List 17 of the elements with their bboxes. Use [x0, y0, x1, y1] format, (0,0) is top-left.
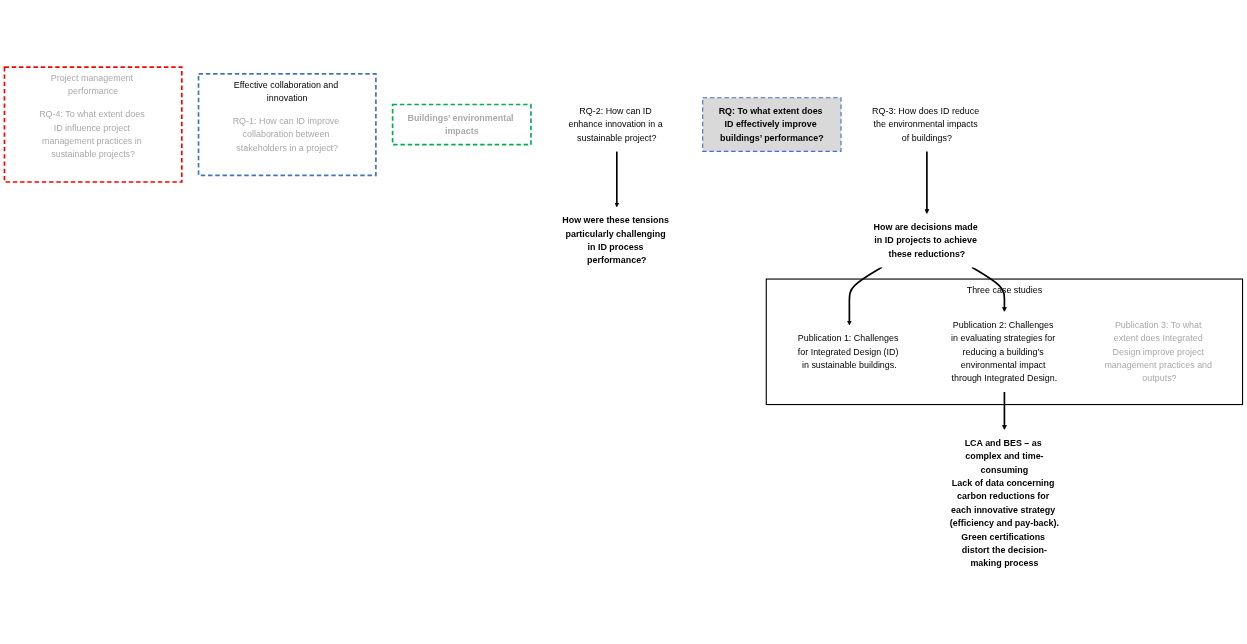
node-text: RQ-4: To what extent does ID influence project management practices in sustainable projects?	[39, 109, 145, 160]
node-box: Buildings’ environmental impacts	[391, 103, 532, 146]
node-text: LCA and BES – as complex and time-consuming Lack of data concerning carbon reductions for each innovative strategy (efficiency and pay-back). Green certifications distort the decision-making process	[949, 438, 1059, 568]
node-text: RQ-3: How does ID reduce the environmental impacts of buildings?	[872, 106, 980, 143]
node-text: Publication 2: Challenges in evaluating strategies for reducing a building’s environmental impact through Integrated Design.	[951, 320, 1058, 384]
node-text: How are decisions made in ID projects to achieve these reductions?	[873, 222, 978, 259]
arrow	[614, 150, 620, 208]
node-text: Publication 1: Challenges for Integrated Design (ID) in sustainable buildings.	[797, 333, 899, 370]
arrow	[846, 266, 883, 326]
arrow	[1001, 391, 1007, 430]
arrow	[924, 150, 930, 215]
node-box: RQ: To what extent does ID effectively improve buildings’ performance?	[702, 97, 842, 152]
node-text: RQ-2: How can ID enhance innovation in a sustainable project?	[568, 106, 663, 143]
arrow	[971, 266, 1007, 312]
node-text: Publication 3: To what extent does Integrated Design improve project management practices and outputs?	[1104, 320, 1213, 384]
node-text: How were these tensions particularly challenging in ID process performance?	[562, 215, 669, 266]
node-text: RQ-1: How can ID improve collaboration between stakeholders in a project?	[232, 116, 340, 153]
